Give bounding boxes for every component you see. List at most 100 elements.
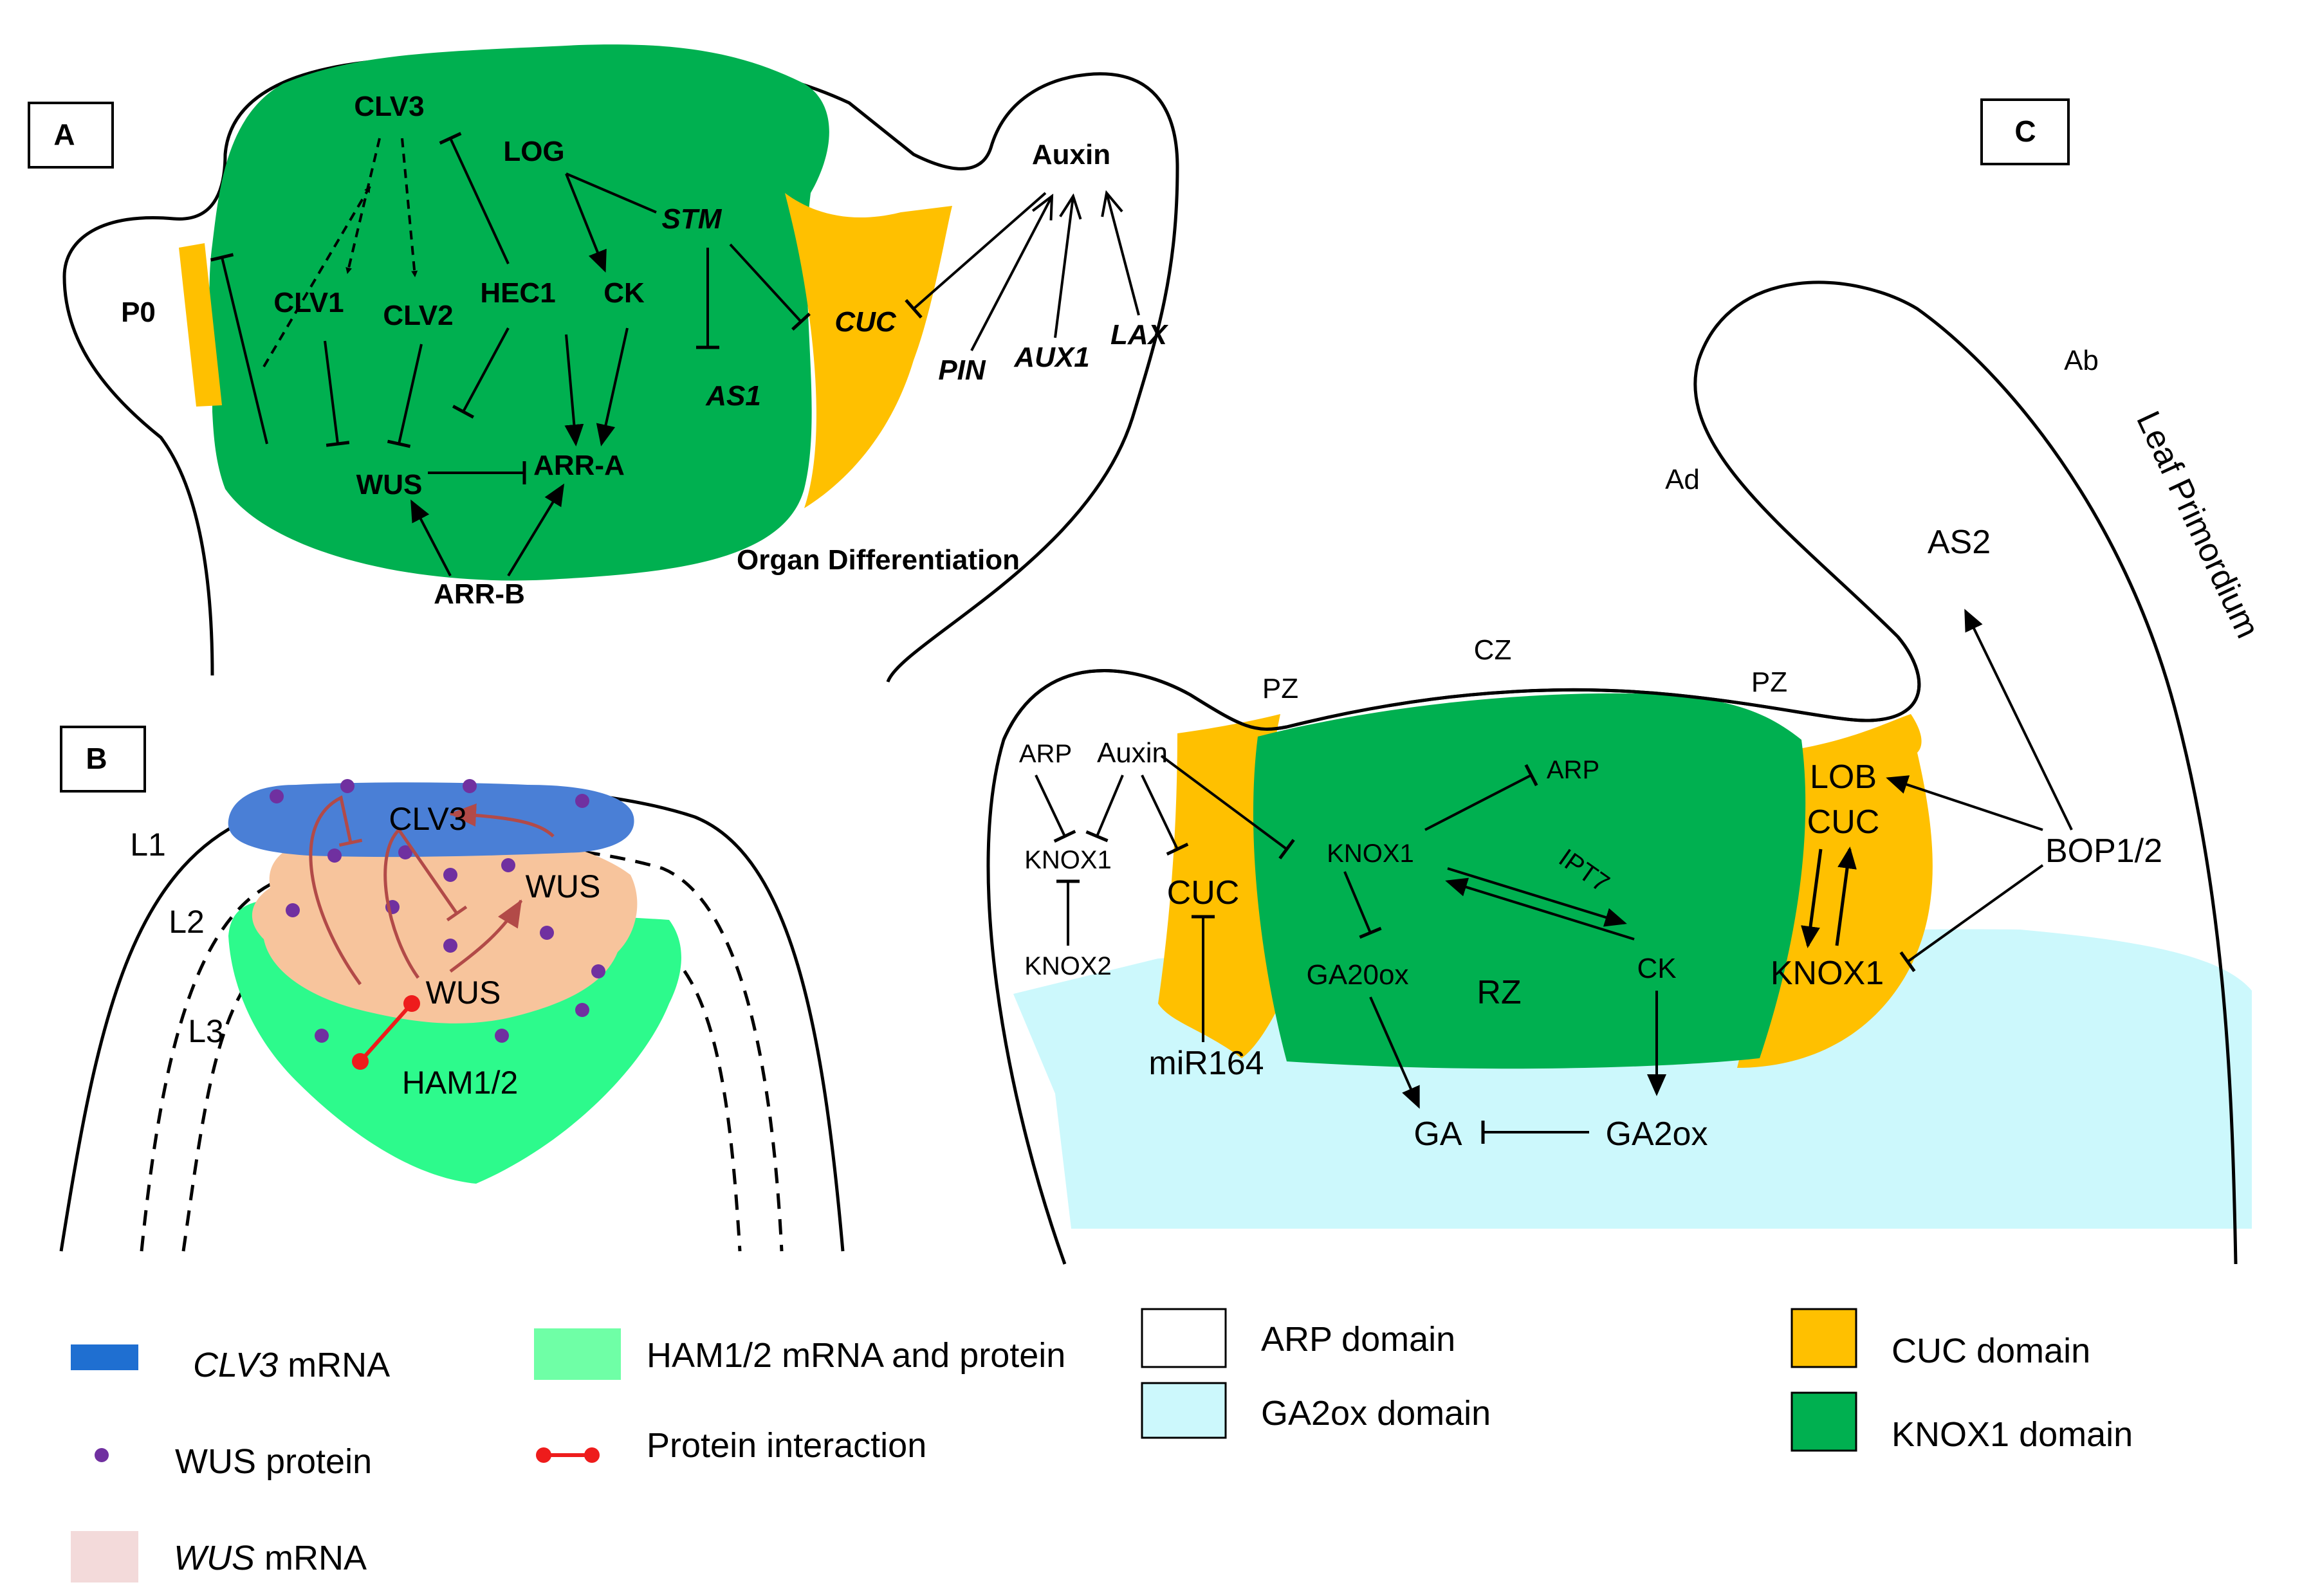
ck-label-a: CK <box>603 277 645 309</box>
legend-clv3-label: CLV3 mRNA <box>193 1346 390 1384</box>
ga2ox-label: GA2ox <box>1606 1115 1708 1153</box>
ab-label: Ab <box>2064 345 2099 376</box>
legend-ga2ox-swatch <box>1141 1382 1227 1439</box>
legend-wus-protein-label: WUS protein <box>175 1442 372 1481</box>
arrow-knox1-to-cuc <box>1835 847 1857 946</box>
auxin-label-a: Auxin <box>1032 139 1110 170</box>
panel-a-knox1-domain <box>209 44 829 581</box>
clv1-label: CLV1 <box>273 287 344 318</box>
arrow-clv3-to-clv2 <box>401 138 418 277</box>
interaction-dot-bottom <box>352 1053 369 1070</box>
inhibit-auxin-knox1 <box>1160 755 1295 859</box>
legend-knox1-label: KNOX1 domain <box>1892 1415 2133 1454</box>
log-label: LOG <box>503 136 564 167</box>
legend-wus-protein-swatch <box>95 1448 109 1462</box>
inhibit-knox1-arp <box>1424 764 1538 831</box>
arr-a-label: ARR-A <box>533 450 625 481</box>
line-log-to-stm <box>566 172 657 214</box>
legend-cuc-label: CUC domain <box>1892 1332 2090 1370</box>
inhibit-auxin-knox1-left <box>1085 775 1124 843</box>
wus-label-a: WUS <box>356 469 423 500</box>
inhibit-wus-clv3-b <box>383 827 468 979</box>
inhibit-wus-clv3-a <box>309 795 363 986</box>
inhibit-auxin-cuc <box>1141 775 1189 856</box>
panel-a-box <box>28 102 114 169</box>
legend-wus-mrna-swatch <box>71 1531 138 1582</box>
interaction-dot-top <box>403 995 420 1012</box>
panel-c: C PZ CZ PZ RZ Ad Ab Leaf Primordium AS2 … <box>986 98 2267 1265</box>
knox1-right-label: KNOX1 <box>1771 955 1884 992</box>
layer-l1-line <box>140 844 784 1252</box>
arrow-lax-to-auxin <box>1107 193 1140 316</box>
legend: CLV3 mRNA WUS protein WUS mRNA HAM1/2 mR… <box>71 1308 2133 1582</box>
inhibit-clv2-wus <box>387 344 423 448</box>
clv3-label: CLV3 <box>354 91 424 122</box>
inhibit-knox1-ga20ox <box>1343 871 1382 939</box>
arrow-cuc-to-knox1 <box>1801 848 1823 948</box>
legend-arp-swatch <box>1141 1308 1227 1368</box>
panel-c-top-outline <box>1002 636 1921 740</box>
legend-clv3-italic: CLV3 <box>193 1346 278 1384</box>
ham-label: HAM1/2 <box>402 1065 519 1101</box>
arrow-bop-to-lob <box>1886 775 2043 831</box>
arrow-aux1-to-auxin <box>1054 196 1073 338</box>
inhibit-bop-knox1 <box>1899 864 2044 973</box>
mir164-label: miR164 <box>1148 1045 1264 1082</box>
panel-a-p0-strip <box>179 243 222 407</box>
p0-label: P0 <box>121 297 156 328</box>
panel-a-cuc-boundary <box>785 193 952 508</box>
rz-label: RZ <box>1477 974 1521 1011</box>
legend-interaction-label: Protein interaction <box>647 1426 926 1465</box>
arp-center-label: ARP <box>1547 756 1599 784</box>
panel-c-label: C <box>2014 115 2036 148</box>
wus-top-label: WUS <box>526 868 601 904</box>
cuc-left-label: CUC <box>1167 874 1240 912</box>
knox1-left-label: KNOX1 <box>1024 846 1112 874</box>
arrow-wus-to-clv3 <box>262 185 371 368</box>
pz-left-label: PZ <box>1262 673 1298 704</box>
as1-label: AS1 <box>705 380 761 412</box>
cuc-right-label: CUC <box>1807 803 1880 841</box>
arr-b-label: ARR-B <box>434 578 525 610</box>
knox1-domain <box>1253 693 1806 1069</box>
legend-ham-swatch <box>534 1328 621 1380</box>
arp-left-label: ARP <box>1019 740 1072 768</box>
knox2-label: KNOX2 <box>1024 952 1112 980</box>
arrow-pin-to-auxin <box>970 196 1052 351</box>
arrow-ck-to-knox1 <box>1445 877 1635 940</box>
legend-knox1-swatch <box>1791 1391 1857 1452</box>
panel-a: A P0 CLV3 LOG STM CLV1 CLV2 HEC1 CK CUC … <box>28 44 1179 683</box>
arrow-ga20ox-to-ga <box>1369 996 1420 1109</box>
legend-arp-label: ARP domain <box>1261 1320 1455 1359</box>
legend-ga2ox-label: GA2ox domain <box>1261 1394 1491 1433</box>
arrow-clv3-to-clv1 <box>345 138 381 274</box>
inhibit-clv1-wus <box>324 340 350 447</box>
stm-label: STM <box>662 203 723 235</box>
arrow-hec1-to-arra <box>564 334 584 446</box>
ga20ox-label: GA20ox <box>1307 959 1409 991</box>
hec1-label: HEC1 <box>480 277 555 309</box>
cuc-label-a: CUC <box>834 306 897 338</box>
panel-b: B L1 L2 L3 CLV3 WU <box>59 726 845 1252</box>
cuc-domain-left <box>1158 714 1280 1058</box>
inhibit-hec1-clv3 <box>439 132 510 264</box>
ga-label: GA <box>1413 1115 1462 1153</box>
auxin-label-c: Auxin <box>1097 737 1168 769</box>
legend-ham-label: HAM1/2 mRNA and protein <box>647 1336 1065 1375</box>
inhibit-arp-knox1 <box>1035 775 1076 843</box>
lob-label: LOB <box>1810 758 1877 796</box>
legend-clv3-rest: mRNA <box>278 1346 390 1384</box>
panel-c-box <box>1980 98 2070 165</box>
clv2-label: CLV2 <box>383 300 453 331</box>
cz-label: CZ <box>1474 634 1512 666</box>
legend-interaction-dot-right <box>584 1447 600 1463</box>
clv3-label-b: CLV3 <box>389 801 466 837</box>
knox1-center-label: KNOX1 <box>1327 839 1414 868</box>
aux1-label: AUX1 <box>1013 342 1089 373</box>
arrow-arrb-to-arra <box>507 483 565 577</box>
pin-label: PIN <box>938 354 986 386</box>
ad-label: Ad <box>1665 464 1700 495</box>
legend-wus-mrna-label: WUS mRNA <box>174 1539 367 1577</box>
clv3-mrna-domain <box>228 782 634 858</box>
arrow-wus-to-wus <box>449 899 523 973</box>
